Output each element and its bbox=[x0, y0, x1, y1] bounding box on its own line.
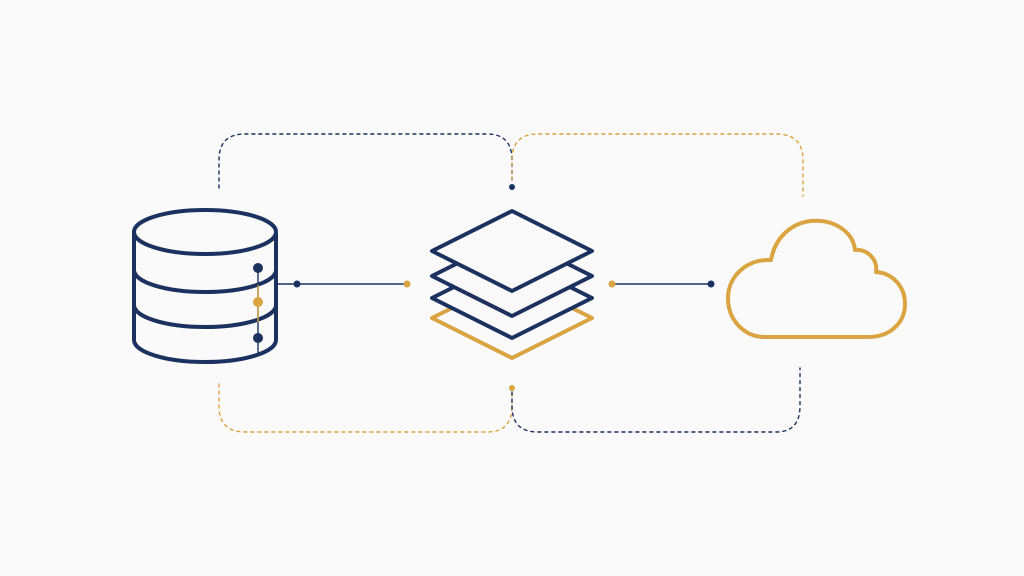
solid-connectors bbox=[293, 280, 715, 288]
connector-dot-cloud-end bbox=[707, 280, 715, 288]
database-indicator-dot-3 bbox=[253, 333, 263, 343]
database-icon bbox=[132, 208, 278, 364]
connector-dot-db-end bbox=[403, 280, 411, 288]
database-indicator bbox=[253, 263, 297, 356]
dashed-connector-bottom-left bbox=[218, 383, 513, 433]
stacked-layers-icon bbox=[430, 209, 594, 360]
connector-dot-cloud-start bbox=[608, 280, 616, 288]
dashed-connectors bbox=[218, 133, 804, 433]
junction-dot-bottom bbox=[509, 385, 515, 391]
database-ring-1 bbox=[132, 269, 278, 294]
database-indicator-dot-1 bbox=[253, 263, 263, 273]
cloud-icon bbox=[726, 218, 907, 339]
database-body bbox=[132, 232, 278, 364]
dashed-connector-bottom-right bbox=[511, 367, 801, 433]
dashed-connector-top-left bbox=[218, 133, 513, 189]
database-ring-2 bbox=[132, 304, 278, 329]
layer-top bbox=[430, 209, 594, 293]
database-indicator-dot-2 bbox=[253, 297, 263, 307]
junction-dot-top bbox=[509, 184, 515, 190]
dashed-connector-top-right bbox=[511, 133, 804, 197]
